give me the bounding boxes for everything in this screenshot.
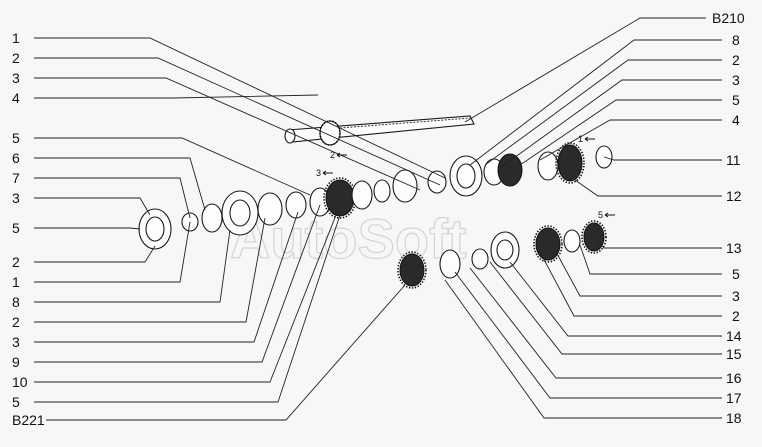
right-leader-line (554, 249, 722, 297)
right-callout-label: 2 (732, 52, 740, 68)
direction-mark: 3 (316, 168, 333, 178)
left-callout-label: 9 (12, 354, 20, 370)
left-leader-line (34, 157, 206, 211)
left-callout-label: 3 (12, 190, 20, 206)
right-leader-line (539, 119, 722, 161)
right-leader-line (454, 271, 722, 399)
left-callout-label: 4 (12, 90, 20, 106)
right-leader-line (574, 179, 722, 197)
right-callout-label: 5 (732, 266, 740, 282)
right-callout-label: 5 (732, 92, 740, 108)
left-leader-line (34, 94, 319, 99)
direction-mark-number: 5 (598, 210, 603, 220)
left-leader-line (46, 284, 406, 421)
left-leader-line (34, 214, 341, 403)
left-callout-label: B221 (12, 412, 45, 428)
direction-mark-number: 3 (316, 168, 321, 178)
left-callout-label: 10 (12, 374, 28, 390)
left-leader-line (34, 245, 156, 263)
right-callout-label: 12 (726, 188, 742, 204)
left-callout-label: 2 (12, 254, 20, 270)
right-leader-line (603, 156, 722, 161)
left-callout-label: 8 (12, 294, 20, 310)
left-callout-label: 5 (12, 130, 20, 146)
left-callout-label: 2 (12, 314, 20, 330)
left-leader-line (34, 229, 231, 303)
lower-gear-train (397, 220, 607, 289)
right-callout-label: B210 (712, 10, 745, 26)
right-leader-line (519, 99, 722, 166)
right-leader-line (509, 261, 722, 337)
right-callout-label: 2 (732, 308, 740, 324)
left-callout-label: 6 (12, 150, 20, 166)
upper-gear-train (138, 142, 613, 250)
right-callout-label: 4 (732, 112, 740, 128)
left-leader-line (34, 137, 311, 196)
right-callout-label: 17 (726, 390, 742, 406)
right-callout-label: 13 (726, 240, 742, 256)
direction-marks: 1 23 5 (316, 134, 615, 220)
right-callout-label: 3 (732, 72, 740, 88)
right-leader-line (469, 39, 722, 166)
right-callout-label: 14 (726, 328, 742, 344)
direction-mark: 1 (578, 134, 595, 144)
direction-mark: 5 (598, 210, 615, 220)
callout-labels: 123456735218239105B221B21082354111213532… (12, 10, 745, 428)
left-leader-line (34, 57, 441, 186)
right-callout-label: 8 (732, 32, 740, 48)
direction-mark-number: 2 (330, 150, 335, 160)
direction-mark: 2 (330, 150, 347, 160)
right-callout-label: 11 (726, 152, 741, 168)
callout-leaders (34, 17, 722, 421)
left-leader-line (34, 197, 151, 216)
right-leader-line (484, 59, 722, 166)
left-leader-line (34, 227, 141, 230)
right-leader-line (499, 79, 722, 169)
left-leader-line (34, 221, 191, 283)
direction-mark-number: 1 (578, 134, 583, 144)
right-leader-line (469, 267, 722, 379)
left-leader-line (34, 37, 446, 179)
right-callout-label: 18 (726, 410, 742, 426)
right-callout-label: 15 (726, 346, 742, 362)
left-leader-line (34, 211, 299, 343)
right-callout-label: 3 (732, 288, 740, 304)
direction-arrow-icon (584, 136, 595, 142)
left-callout-label: 5 (12, 220, 20, 236)
right-leader-line (464, 17, 706, 123)
left-callout-label: 1 (12, 30, 20, 46)
right-leader-line (444, 279, 722, 419)
left-callout-label: 1 (12, 274, 20, 290)
direction-arrow-icon (604, 212, 615, 218)
left-leader-line (34, 209, 339, 383)
left-callout-label: 2 (12, 50, 20, 66)
left-callout-label: 3 (12, 70, 20, 86)
right-leader-line (489, 261, 722, 355)
left-leader-line (34, 204, 321, 363)
right-leader-line (593, 236, 722, 249)
right-leader-line (579, 244, 722, 275)
left-leader-line (34, 77, 421, 191)
direction-arrow-icon (336, 152, 347, 158)
left-callout-label: 7 (12, 170, 20, 186)
left-callout-label: 3 (12, 334, 20, 350)
direction-arrow-icon (322, 170, 333, 176)
input-shaft (284, 115, 475, 146)
left-leader-line (34, 217, 266, 323)
right-leader-line (539, 251, 722, 317)
left-callout-label: 5 (12, 394, 20, 410)
left-leader-line (34, 177, 191, 219)
right-callout-label: 16 (726, 370, 742, 386)
